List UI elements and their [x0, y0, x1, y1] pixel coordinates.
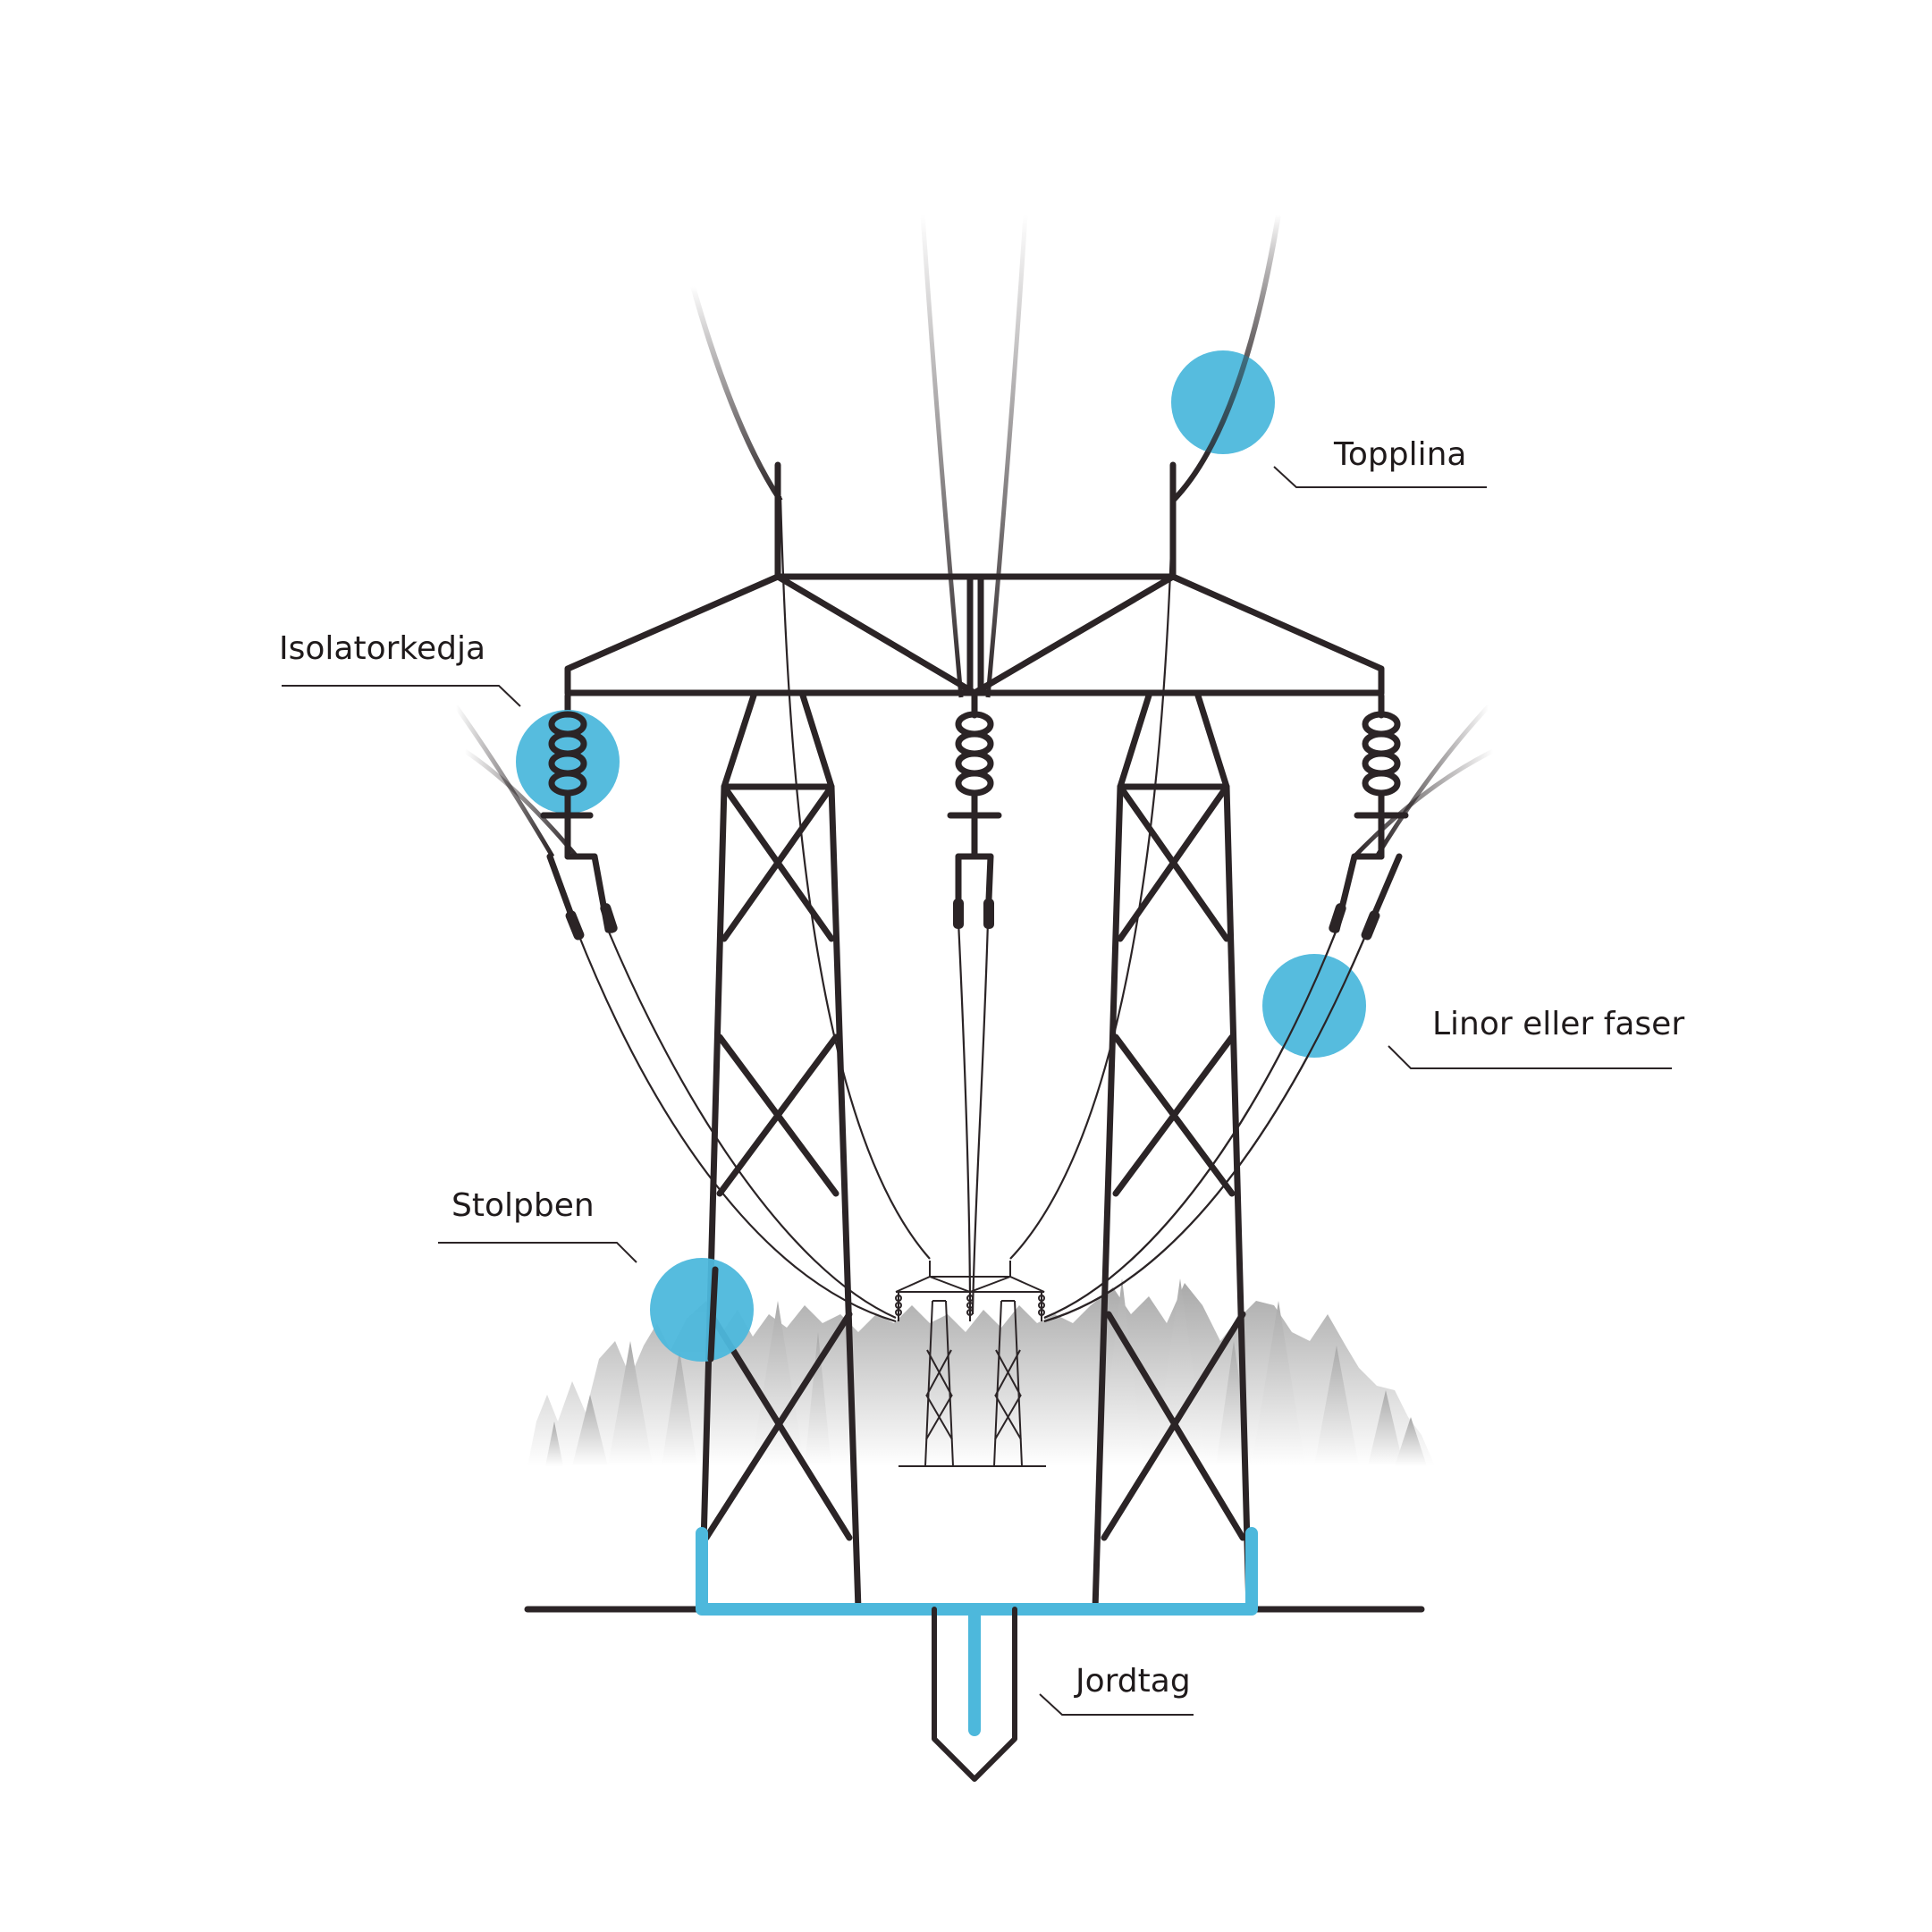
label-linor: Linor eller faser	[1432, 1006, 1684, 1042]
top-lines	[690, 214, 1281, 698]
marker-topplina	[1171, 350, 1275, 454]
marker-linor	[1262, 954, 1366, 1058]
grounding-system	[696, 1527, 1258, 1782]
label-topplina: Topplina	[1333, 436, 1466, 473]
top-line-overlay	[1170, 214, 1281, 503]
marker-stolpben	[650, 1258, 754, 1362]
label-isolatorkedja-group: Isolatorkedja	[279, 630, 521, 707]
tower-overlay	[540, 711, 719, 1363]
label-stolpben: Stolpben	[451, 1187, 595, 1224]
label-isolatorkedja: Isolatorkedja	[279, 630, 485, 667]
label-jordtag-group: Jordtag	[1039, 1663, 1194, 1716]
distant-tower	[895, 1261, 1046, 1467]
phase-line-overlay-2	[1043, 929, 1338, 1320]
label-stolpben-group: Stolpben	[438, 1187, 637, 1263]
label-topplina-group: Topplina	[1273, 436, 1487, 488]
marker-isolatorkedja	[516, 710, 620, 814]
phase-line-overlay-1	[1043, 929, 1370, 1323]
insulator-chains	[540, 692, 1409, 933]
label-jordtag: Jordtag	[1074, 1663, 1191, 1700]
label-linor-group: Linor eller faser	[1388, 1006, 1684, 1069]
line-clamps	[565, 899, 1380, 941]
highlight-markers	[516, 350, 1366, 1362]
